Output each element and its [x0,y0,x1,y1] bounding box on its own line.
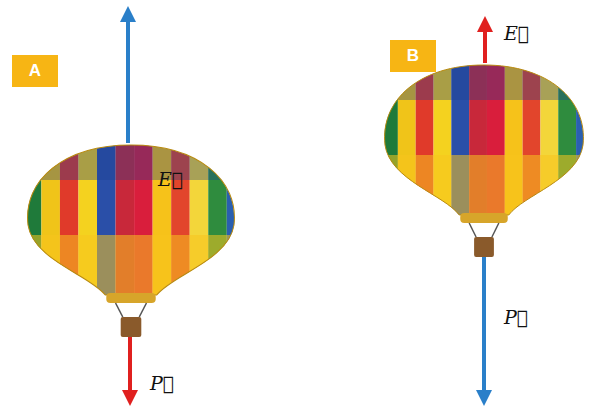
vector-label: P⃗ [504,306,528,328]
vector-label: P⃗ [150,372,174,394]
label-box: B [390,40,436,72]
label-box: A [12,55,58,87]
box-letter: A [29,61,41,81]
buoyancy-vector [483,24,487,63]
box-letter: B [407,46,419,66]
weight-vector [482,257,486,398]
buoyancy-vector [126,14,130,143]
weight-vector [128,337,132,398]
vector-label: E⃗ [158,168,183,190]
vector-label: E⃗ [504,22,529,44]
